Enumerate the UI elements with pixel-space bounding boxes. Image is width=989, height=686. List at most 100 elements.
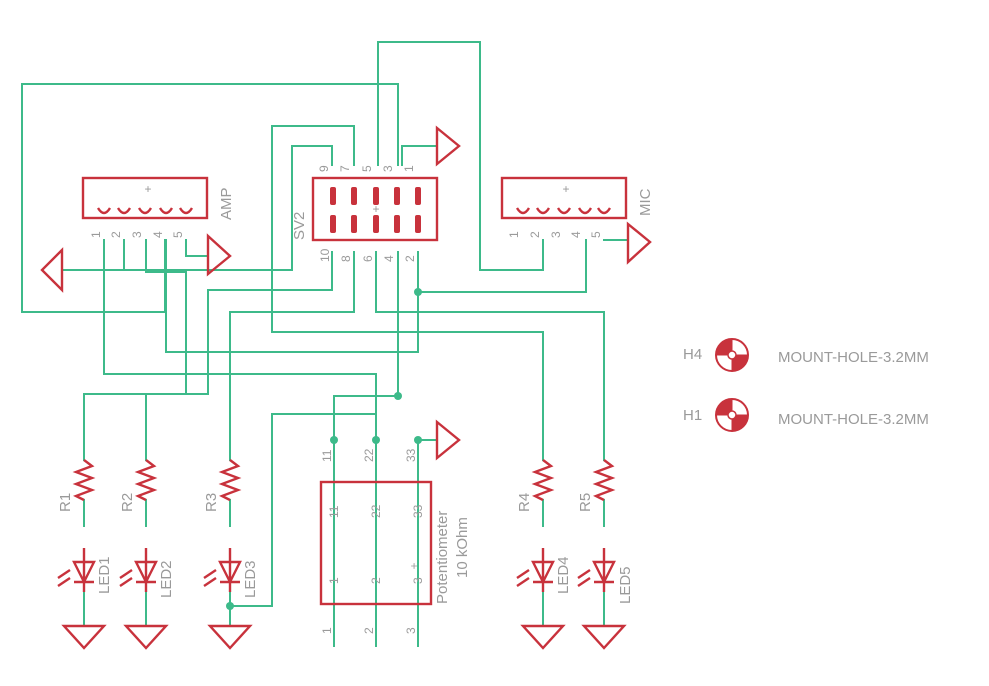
sv2-pin-label: 5 (360, 165, 374, 172)
resistor-label: R1 (57, 493, 74, 512)
sv2-pad (330, 187, 336, 205)
resistor-r1: R1 (57, 459, 96, 512)
potentiometer-plus-mark: + (407, 562, 421, 569)
ground-symbol-led4 (520, 624, 566, 650)
led-diode-symbol (134, 548, 158, 592)
resistor-label: R5 (577, 493, 594, 512)
led-emission-arrows (577, 569, 591, 587)
wires (21, 41, 629, 647)
amp-connector: + AMP 1 2 3 4 5 (81, 176, 235, 238)
resistor-r3: R3 (203, 459, 242, 512)
leds: LED1 LED2 LED3 LED4 LED5 (57, 548, 634, 604)
resistor-r4: R4 (516, 459, 555, 512)
sv2-plus-mark: + (372, 202, 379, 216)
wire-net-f (145, 251, 333, 461)
resistors: R1 R2 R3 R4 R5 (57, 459, 616, 512)
sv2-pad (394, 215, 400, 233)
led-led5: LED5 (577, 548, 634, 604)
mount-hole-h1: H1 MOUNT-HOLE-3.2MM (683, 398, 929, 432)
pot-pin-label: 2 (369, 577, 383, 584)
pot-pin-label: 33 (411, 504, 425, 518)
mount-hole-quadrant (715, 398, 733, 416)
sv2-pad (415, 187, 421, 205)
sv2-pin-label: 8 (339, 255, 353, 262)
mount-hole-center (727, 350, 737, 360)
sv2-pin-label: 3 (381, 165, 395, 172)
mount-hole-name: H4 (683, 346, 702, 363)
mic-label: MIC (637, 188, 654, 216)
wire-amp-5 (185, 239, 209, 257)
amp-connector-body (81, 176, 209, 220)
amp-connector-pins (96, 207, 194, 215)
led-diode-symbol (218, 548, 242, 592)
wire-net-h (375, 251, 605, 461)
pot-pin-label: 2 (362, 627, 376, 634)
ground-symbol-amp-left (40, 247, 64, 293)
led-emission-arrows (203, 569, 217, 587)
mic-plus-mark: + (562, 182, 569, 196)
ground-symbol-sv2 (435, 125, 461, 167)
amp-label: AMP (218, 187, 235, 220)
ground-symbol-led2 (123, 624, 169, 650)
mount-hole-h4: H4 MOUNT-HOLE-3.2MM (683, 338, 929, 372)
sv2-label: SV2 (291, 212, 308, 240)
resistor-symbol (592, 459, 616, 502)
led-led2: LED2 (119, 548, 175, 598)
ground-symbols (40, 125, 652, 650)
sv2-pin-label: 9 (317, 165, 331, 172)
pot-pin-label: 33 (404, 448, 418, 462)
pot-pin-label: 1 (327, 577, 341, 584)
resistor-symbol (134, 459, 158, 502)
ground-symbol-led3 (207, 624, 253, 650)
led-diode-symbol (531, 548, 555, 592)
led-label: LED5 (617, 566, 634, 604)
mic-pin-label: 2 (528, 231, 542, 238)
sv2-pad (394, 187, 400, 205)
led-led3: LED3 (203, 548, 259, 598)
potentiometer: + 11 22 33 11 22 33 1 2 3 1 2 3 Potentio… (319, 448, 471, 634)
sv2-bottom-pin-labels: 10 8 6 4 2 (318, 248, 417, 262)
junction-dot (226, 602, 234, 610)
amp-pin-label: 2 (109, 231, 123, 238)
sv2-pin-label: 7 (338, 165, 352, 172)
led-label: LED4 (555, 556, 572, 594)
junction-dot (330, 436, 338, 444)
resistor-label: R4 (516, 493, 533, 512)
amp-pin-label: 3 (130, 231, 144, 238)
amp-pin-label: 5 (171, 231, 185, 238)
sv2-pad (330, 215, 336, 233)
led-label: LED3 (242, 560, 259, 598)
amp-pin-label: 1 (89, 231, 103, 238)
potentiometer-body (319, 480, 433, 606)
ground-symbol-pot (435, 419, 461, 461)
sv2-pin-label: 6 (361, 255, 375, 262)
sv2-pin-label: 2 (403, 255, 417, 262)
pot-pin-label: 11 (327, 505, 341, 518)
wire-net-l (83, 239, 187, 461)
pot-pin-label: 22 (369, 504, 383, 518)
mic-connector-pins (515, 207, 612, 215)
sv2-body (311, 176, 439, 242)
sv2-pads (330, 187, 421, 233)
resistor-r5: R5 (577, 459, 616, 512)
junction-dot (414, 436, 422, 444)
sv2-pad (373, 187, 379, 205)
mount-hole-quadrant (731, 354, 749, 372)
led-led1: LED1 (57, 548, 113, 594)
mount-hole-value: MOUNT-HOLE-3.2MM (778, 349, 929, 366)
sv2-top-pin-labels: 9 7 5 3 1 (317, 165, 416, 172)
wire-net-e (401, 145, 438, 166)
wire-net-g (229, 251, 355, 461)
mic-connector: + MIC 1 2 3 4 5 (500, 176, 654, 238)
wire-net-c (271, 125, 544, 461)
led-led4: LED4 (516, 548, 572, 594)
amp-pin-label: 4 (151, 231, 165, 238)
mount-holes: H4 MOUNT-HOLE-3.2MM H1 MOUNT-HOLE-3.2MM (683, 338, 929, 432)
sv2-pad (351, 187, 357, 205)
mic-pin-label: 5 (589, 231, 603, 238)
ground-symbol-led1 (61, 624, 107, 650)
mic-connector-body (500, 176, 628, 220)
mount-hole-name: H1 (683, 407, 702, 424)
led-emission-arrows (57, 569, 71, 587)
